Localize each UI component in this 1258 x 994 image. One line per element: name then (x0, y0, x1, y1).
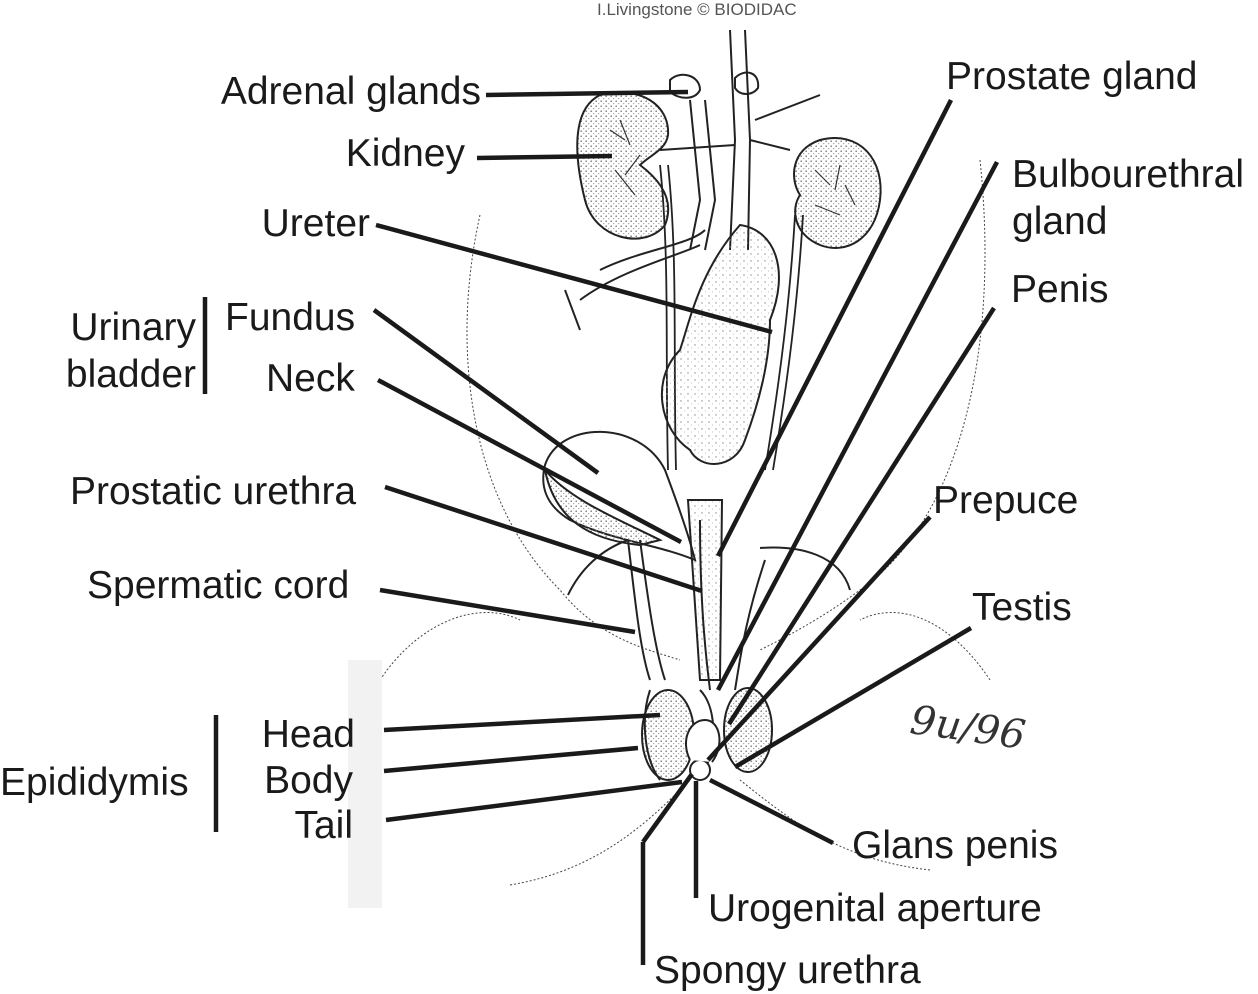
label-testis: Testis (972, 586, 1072, 629)
label-urinary-bladder: Urinary bladder (65, 306, 196, 396)
label-penis: Penis (1011, 268, 1109, 311)
penis-shaft (686, 499, 724, 691)
label-neck: Neck (266, 357, 355, 400)
label-tail: Tail (294, 804, 353, 847)
label-adrenal-glands: Adrenal glands (220, 70, 481, 113)
lower-panel-shade (348, 660, 382, 908)
label-epididymis: Epididymis (0, 761, 189, 804)
glans-penis (685, 718, 721, 781)
great-vessels (564, 29, 821, 331)
label-spongy-urethra: Spongy urethra (654, 949, 921, 992)
label-kidney: Kidney (345, 132, 465, 175)
right-kidney (793, 137, 882, 249)
label-ureter: Ureter (261, 202, 370, 245)
label-body: Body (264, 759, 353, 802)
left-kidney (576, 91, 670, 240)
label-fundus: Fundus (225, 296, 356, 339)
testes (641, 687, 773, 781)
label-glans-penis: Glans penis (852, 824, 1058, 867)
label-prostatic-urethra: Prostatic urethra (70, 470, 357, 513)
credit-text: I.Livingstone © BIODIDAC (597, 0, 797, 19)
label-head: Head (261, 713, 355, 756)
label-prostate-gland: Prostate gland (946, 55, 1198, 98)
label-urogenital-aperture: Urogenital aperture (708, 887, 1042, 930)
label-spermatic-cord: Spermatic cord (87, 564, 350, 607)
body-outline (379, 159, 991, 886)
leader-lines (202, 89, 999, 965)
colon (660, 223, 780, 465)
label-bulbourethral-gland: Bulbourethral gland (1012, 153, 1244, 243)
label-prepuce: Prepuce (933, 479, 1079, 522)
